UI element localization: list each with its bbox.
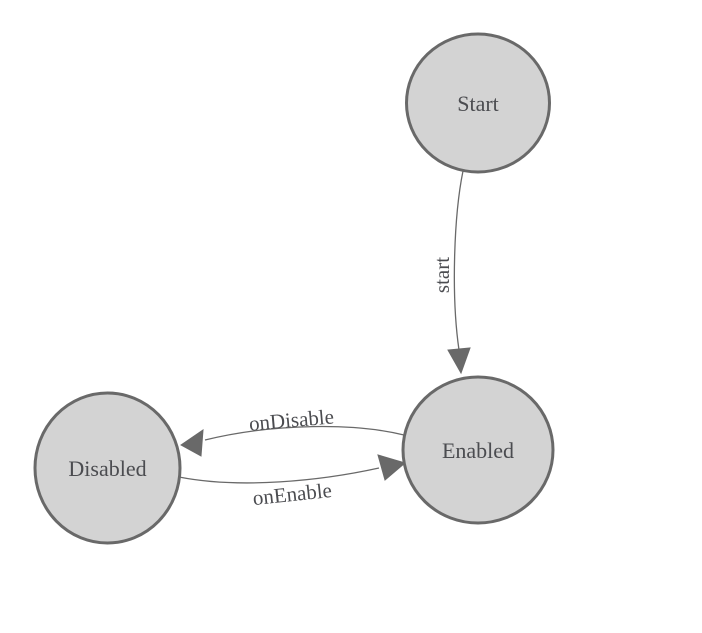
arrowhead-disabled-to-enabled [377,454,407,481]
edge-start-to-enabled [453,170,464,351]
state-circle-start [405,32,551,174]
edge-label-ondisable: onDisable [248,404,335,435]
state-label-start: Start [457,91,499,116]
state-node-start: Start [405,32,551,174]
transition-start-to-enabled: start [430,170,471,375]
edge-label-start: start [430,257,454,293]
state-node-enabled: Enabled [401,375,555,525]
state-label-disabled: Disabled [68,456,146,481]
state-circle-disabled [33,391,182,545]
transition-enabled-to-disabled: onDisable [180,404,405,457]
edge-enabled-to-disabled [204,425,405,441]
state-node-disabled: Disabled [33,391,182,545]
edge-disabled-to-enabled [178,467,380,484]
arrowhead-start-to-enabled [447,347,471,375]
arrowhead-enabled-to-disabled [180,429,204,457]
state-circle-enabled [401,375,555,525]
transition-disabled-to-enabled: onEnable [178,454,407,510]
state-label-enabled: Enabled [442,438,514,463]
